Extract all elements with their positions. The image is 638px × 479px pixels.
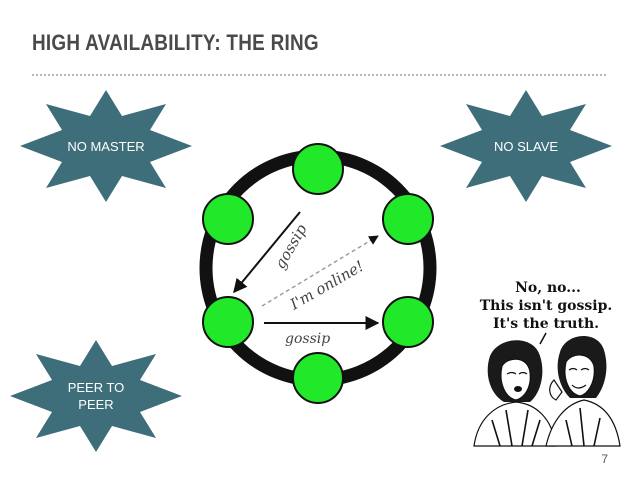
speech-pointer [539,332,547,345]
star-burst-shape [10,340,182,452]
gossip-arrow-diagonal [233,211,301,294]
star-burst-shape [20,90,192,202]
cartoon-speech-line: No, no... [515,280,581,296]
badge-label: PEER [78,397,113,412]
ring-nodes [202,143,434,404]
ring-node [382,296,434,348]
online-arrow [261,235,379,307]
ring-node [382,193,434,245]
ring-node [202,296,254,348]
cartoon-speech-line: It's the truth. [493,316,599,332]
ring-node [292,143,344,195]
online-label: I'm online! [286,257,367,314]
badge-label: PEER TO [68,380,125,395]
gossip-label-horizontal: gossip [285,331,330,347]
woman-right-illustration [545,335,621,447]
title-divider [32,74,606,76]
gossip-cartoon: No, no... This isn't gossip. It's the tr… [473,280,621,447]
ring-node [202,193,254,245]
gossip-label-diagonal: gossip [271,221,311,272]
ring-node [292,352,344,404]
star-burst-shape [440,90,612,202]
badge-no-slave: NO SLAVE [440,90,612,202]
slide-title: HIGH AVAILABILITY: THE RING [32,30,319,55]
badge-label: NO MASTER [67,139,144,154]
badge-peer-to-peer: PEER TO PEER [10,340,182,452]
cartoon-speech-line: This isn't gossip. [480,298,613,314]
badge-no-master: NO MASTER [20,90,192,202]
page-number: 7 [601,452,608,466]
badge-label: NO SLAVE [494,139,558,154]
woman-left-illustration [473,340,557,447]
